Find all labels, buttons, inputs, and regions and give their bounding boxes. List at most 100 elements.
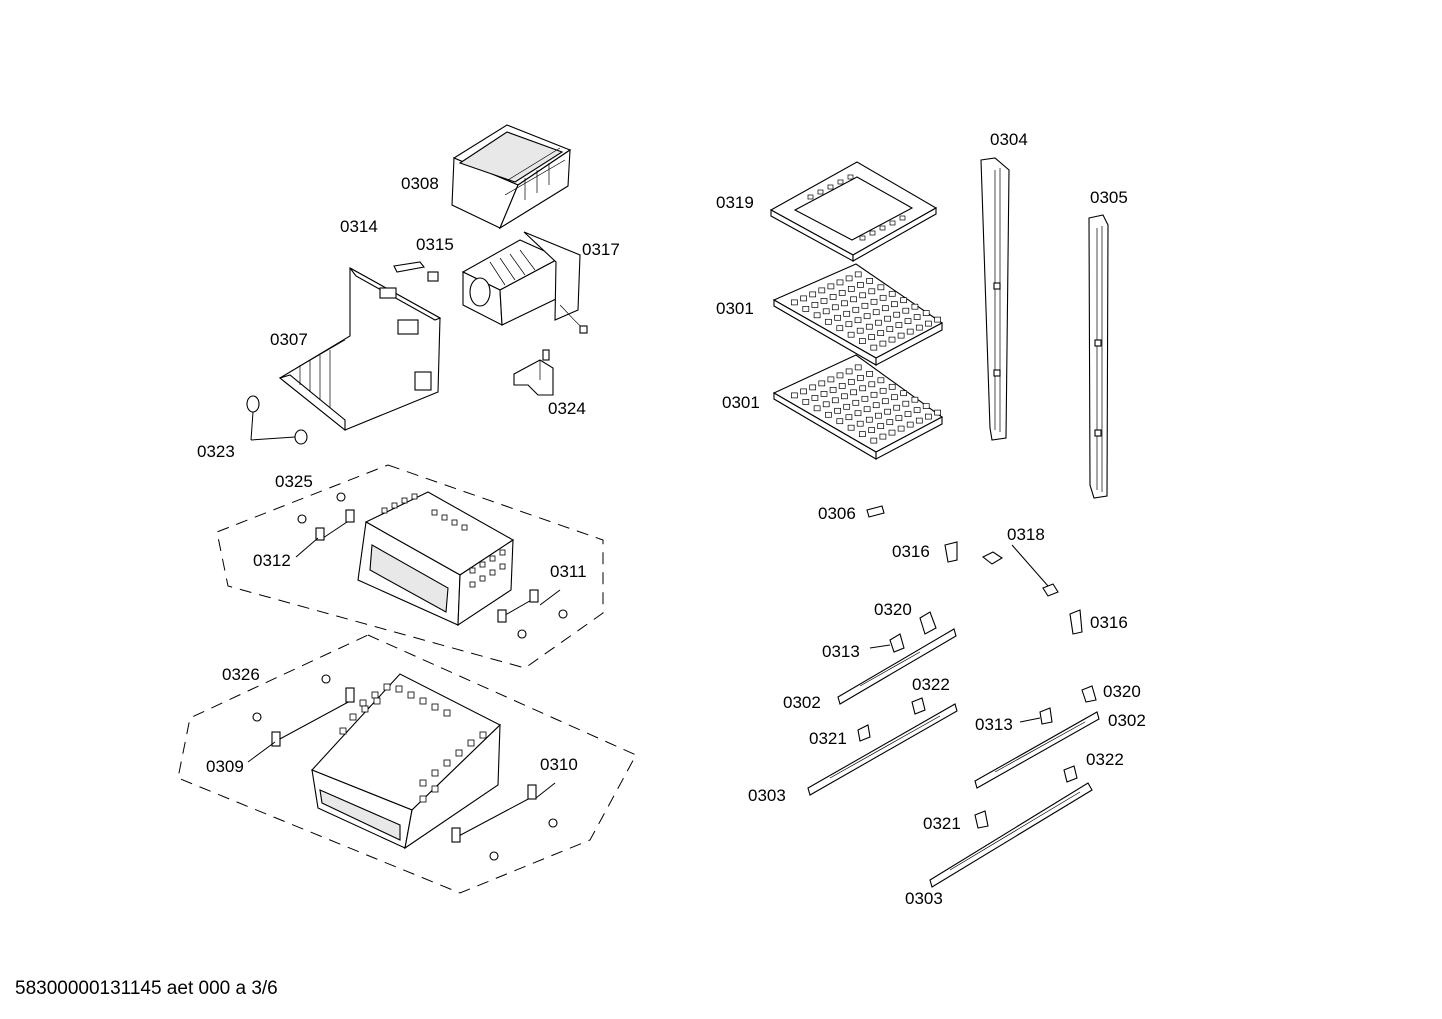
shelf-hole xyxy=(886,419,894,425)
part-0315-clip xyxy=(427,271,439,282)
shelf-hole xyxy=(900,297,907,304)
shelf-hole xyxy=(861,395,869,402)
shelf-hole xyxy=(877,423,885,429)
part-0304-rail xyxy=(980,157,1010,441)
shelf-hole xyxy=(900,390,907,397)
shelf-hole xyxy=(913,407,921,413)
shelf-hole xyxy=(809,384,817,391)
shelf-hole xyxy=(934,409,941,416)
callout-0308: 0308 xyxy=(401,174,439,193)
shelf-hole xyxy=(906,328,914,335)
shelf-hole xyxy=(881,305,889,312)
shelf-hole xyxy=(902,307,910,314)
shelf-hole xyxy=(859,292,867,299)
callout-0306: 0306 xyxy=(818,504,856,523)
shelf-hole xyxy=(870,298,878,305)
shelf-hole xyxy=(872,309,880,316)
shelf-hole xyxy=(845,275,853,282)
shelf-hole xyxy=(865,323,873,330)
part-slide-rail-upper-left xyxy=(837,611,957,705)
part-slide-rail-upper-right xyxy=(974,685,1100,789)
shelf-hole xyxy=(802,399,810,405)
leader-0312 xyxy=(295,537,319,558)
shelf-hole xyxy=(888,290,896,297)
shelf-hole xyxy=(850,389,857,396)
callout-0320-left: 0320 xyxy=(874,600,912,619)
callout-0303-right: 0303 xyxy=(905,889,943,908)
shelf-hole xyxy=(911,396,919,403)
shelf-hole xyxy=(827,376,835,383)
part-0319-shelf-frame xyxy=(769,161,938,262)
shelf-hole xyxy=(856,420,864,427)
part-slide-rail-lower-right xyxy=(929,782,1093,888)
callout-0312: 0312 xyxy=(253,551,291,570)
callout-0322-left: 0322 xyxy=(912,675,950,694)
callout-0316-left: 0316 xyxy=(892,542,930,561)
callout-0313-left: 0313 xyxy=(822,642,860,661)
part-slide-rail-lower-left xyxy=(807,697,958,796)
callout-0319: 0319 xyxy=(716,193,754,212)
shelf-hole xyxy=(791,299,798,306)
shelf-hole xyxy=(800,388,807,395)
part-0323-feet xyxy=(246,395,308,445)
shelf-hole xyxy=(888,429,896,436)
shelf-hole xyxy=(818,380,826,387)
shelf-hole xyxy=(888,383,896,390)
shelf-hole xyxy=(811,302,819,308)
shelf-hole xyxy=(822,308,830,315)
shelf-hole xyxy=(915,417,923,424)
shelf-hole xyxy=(859,385,867,392)
part-drawer-lower xyxy=(252,673,558,861)
callout-0301-lower: 0301 xyxy=(722,393,760,412)
shelf-hole xyxy=(891,301,898,308)
shelf-hole xyxy=(827,283,835,290)
shelf-hole xyxy=(866,278,873,284)
shelf-hole xyxy=(915,324,923,331)
shelf-hole xyxy=(854,317,862,324)
shelf-hole xyxy=(825,318,832,325)
shelf-hole xyxy=(868,427,875,433)
callout-0322-right: 0322 xyxy=(1086,750,1124,769)
callout-0317: 0317 xyxy=(582,240,620,259)
shelf-hole xyxy=(845,368,853,375)
shelf-hole xyxy=(922,403,930,409)
shelf-hole xyxy=(893,311,901,318)
shelf-hole xyxy=(888,336,896,343)
shelf-hole xyxy=(854,271,862,278)
part-0301-shelf-upper xyxy=(772,263,944,366)
shelf-hole xyxy=(877,330,885,336)
callout-0304: 0304 xyxy=(990,130,1028,149)
shelf-hole xyxy=(895,322,903,328)
shelf-hole xyxy=(877,377,885,384)
callout-0320-right: 0320 xyxy=(1103,682,1141,701)
shelf-hole xyxy=(841,393,848,400)
shelf-hole xyxy=(913,314,921,320)
shelf-hole xyxy=(813,405,821,412)
part-0314-strip xyxy=(393,261,426,273)
shelf-hole xyxy=(820,391,828,397)
shelf-hole xyxy=(861,302,869,309)
shelf-hole xyxy=(859,431,866,437)
callout-0310: 0310 xyxy=(540,755,578,774)
callout-0321-left: 0321 xyxy=(809,729,847,748)
shelf-hole xyxy=(897,332,905,339)
callout-0324: 0324 xyxy=(548,399,586,418)
part-0301-shelf-lower xyxy=(772,354,944,460)
shelf-hole xyxy=(811,395,819,401)
part-0324-bracket xyxy=(513,349,554,396)
shelf-hole xyxy=(891,394,898,401)
shelf-hole xyxy=(904,411,912,417)
shelf-hole xyxy=(836,325,844,332)
drawer-group-1-outline xyxy=(216,464,604,669)
part-0307-frame xyxy=(278,267,442,432)
shelf-hole xyxy=(870,391,878,398)
shelf-hole xyxy=(838,383,846,389)
callout-0316-right: 0316 xyxy=(1090,613,1128,632)
shelf-hole xyxy=(922,310,930,316)
shelf-hole xyxy=(843,310,851,317)
document-footer-id: 58300000131145 aet 000 a 3/6 xyxy=(15,978,278,999)
shelf-hole xyxy=(879,294,887,301)
callout-0303-left: 0303 xyxy=(748,786,786,805)
shelf-hole xyxy=(843,403,851,410)
